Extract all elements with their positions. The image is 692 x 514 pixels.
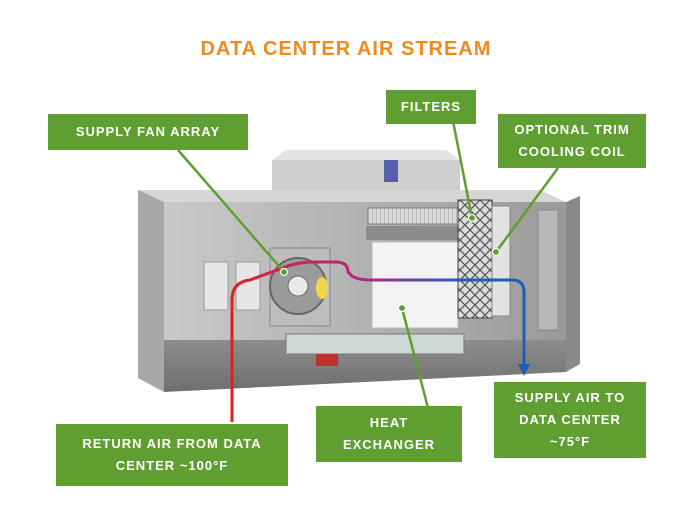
supply-air-path xyxy=(470,278,526,368)
label-supply-fan-array: SUPPLY FAN ARRAY xyxy=(48,114,248,150)
supply-air-arrow-icon xyxy=(518,364,530,376)
label-heat-exchanger: HEAT EXCHANGER xyxy=(316,406,462,462)
label-supply-air-line3: ~75°F xyxy=(549,434,591,449)
diagram-title: DATA CENTER AIR STREAM xyxy=(200,38,492,60)
label-supply-fan-array-text: SUPPLY FAN ARRAY xyxy=(75,124,221,139)
label-trim-coil-line2: COOLING COIL xyxy=(518,144,626,159)
label-return-air-line1: RETURN AIR FROM DATA xyxy=(82,436,262,451)
label-return-air-line2: CENTER ~100°F xyxy=(115,458,229,473)
label-heat-exchanger-line1: HEAT xyxy=(369,415,409,430)
label-filters: FILTERS xyxy=(386,90,476,124)
return-air-path xyxy=(230,260,470,422)
unit-housing xyxy=(138,150,580,392)
leader-lines xyxy=(177,115,560,409)
label-return-air: RETURN AIR FROM DATA CENTER ~100°F xyxy=(56,424,288,486)
label-trim-coil-line1: OPTIONAL TRIM xyxy=(514,122,630,137)
label-supply-air-line2: DATA CENTER xyxy=(519,412,621,427)
label-filters-text: FILTERS xyxy=(400,99,462,114)
label-heat-exchanger-line2: EXCHANGER xyxy=(342,437,436,452)
air-stream-paths xyxy=(230,260,530,422)
label-supply-air-line1: SUPPLY AIR TO xyxy=(514,390,626,405)
label-trim-cooling-coil: OPTIONAL TRIM COOLING COIL xyxy=(498,114,646,168)
label-supply-air: SUPPLY AIR TO DATA CENTER ~75°F xyxy=(494,382,646,458)
